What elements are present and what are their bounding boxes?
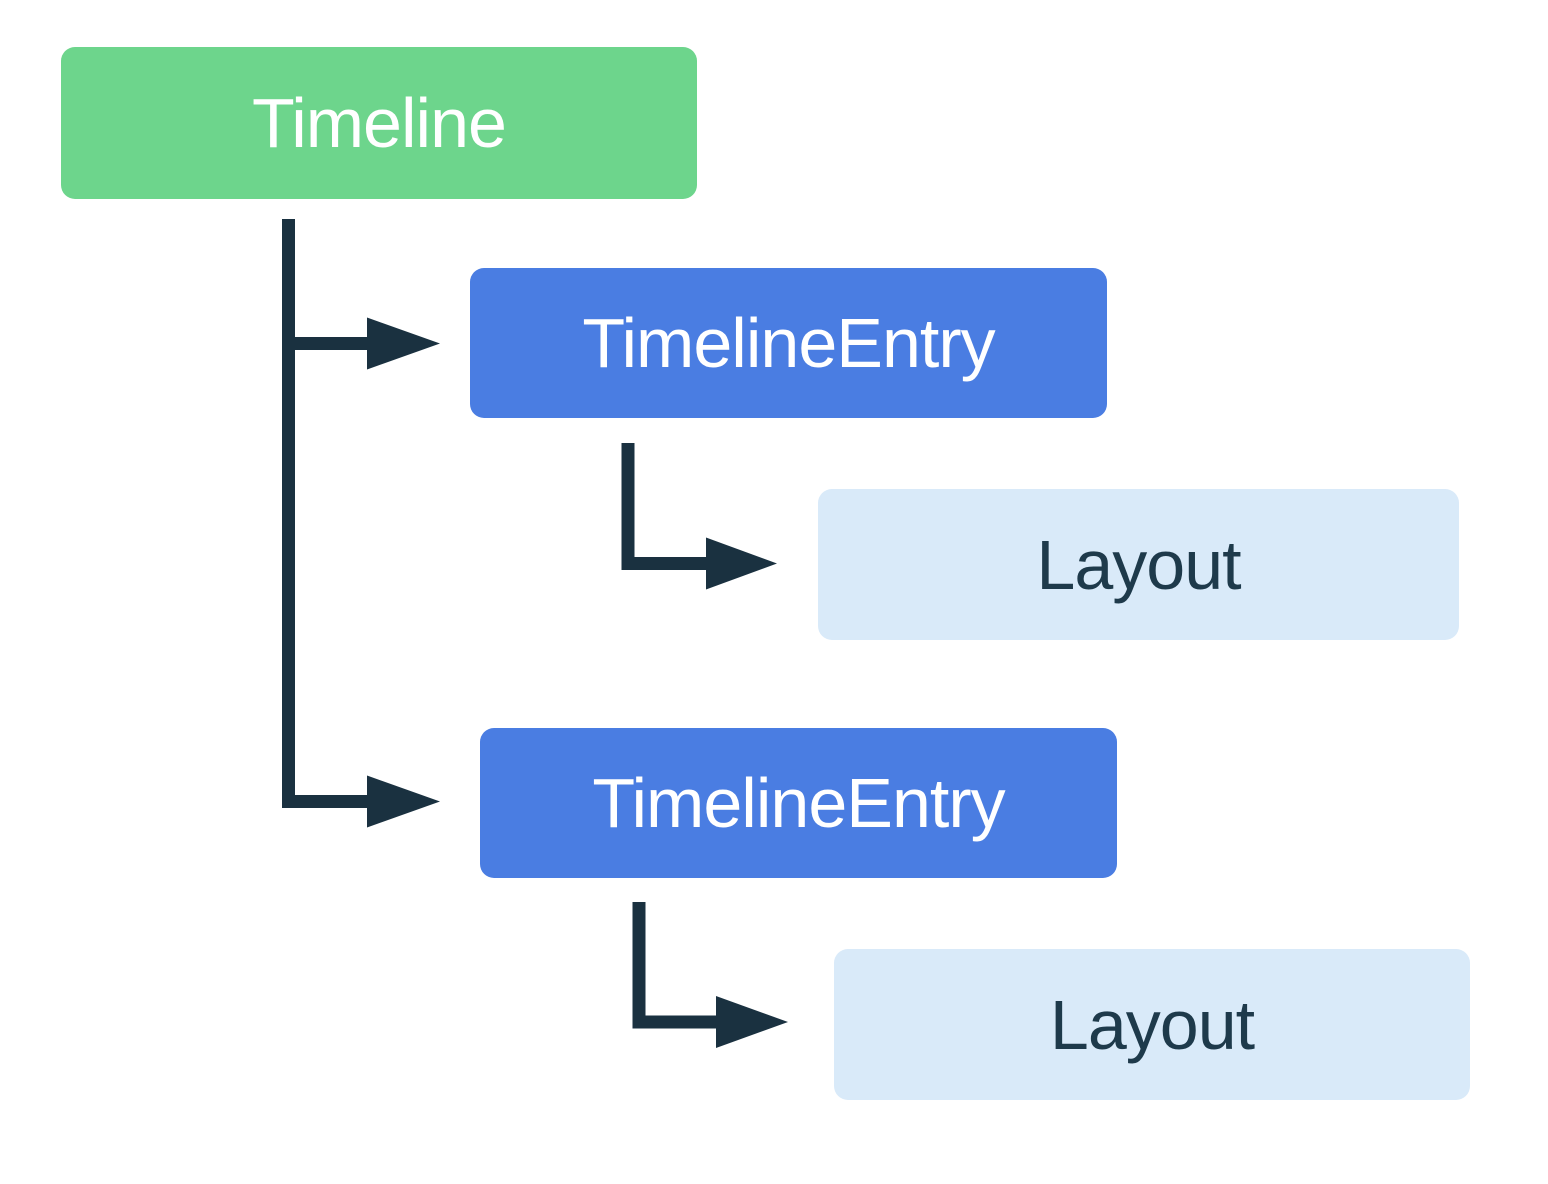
arrowhead-layout2-icon — [716, 996, 788, 1048]
node-timeline-entry-1-label: TimelineEntry — [582, 304, 995, 382]
node-timeline-label: Timeline — [252, 84, 507, 162]
node-timeline-entry-1: TimelineEntry — [470, 268, 1107, 418]
connector-elbow-layout1 — [621, 443, 706, 570]
arrowhead-entry1-icon — [367, 317, 440, 370]
node-layout-1-label: Layout — [1036, 525, 1241, 604]
node-timeline-entry-2-label: TimelineEntry — [592, 764, 1005, 842]
node-layout-2-label: Layout — [1049, 985, 1255, 1064]
node-layout-1: Layout — [818, 489, 1459, 640]
connector-timeline-trunk — [282, 219, 367, 808]
connector-elbow-layout2 — [632, 902, 716, 1029]
node-timeline-entry-2: TimelineEntry — [480, 728, 1117, 878]
arrowhead-layout1-icon — [706, 537, 777, 590]
node-timeline: Timeline — [61, 47, 697, 199]
arrowhead-entry2-icon — [367, 775, 440, 828]
node-layout-2: Layout — [834, 949, 1470, 1100]
